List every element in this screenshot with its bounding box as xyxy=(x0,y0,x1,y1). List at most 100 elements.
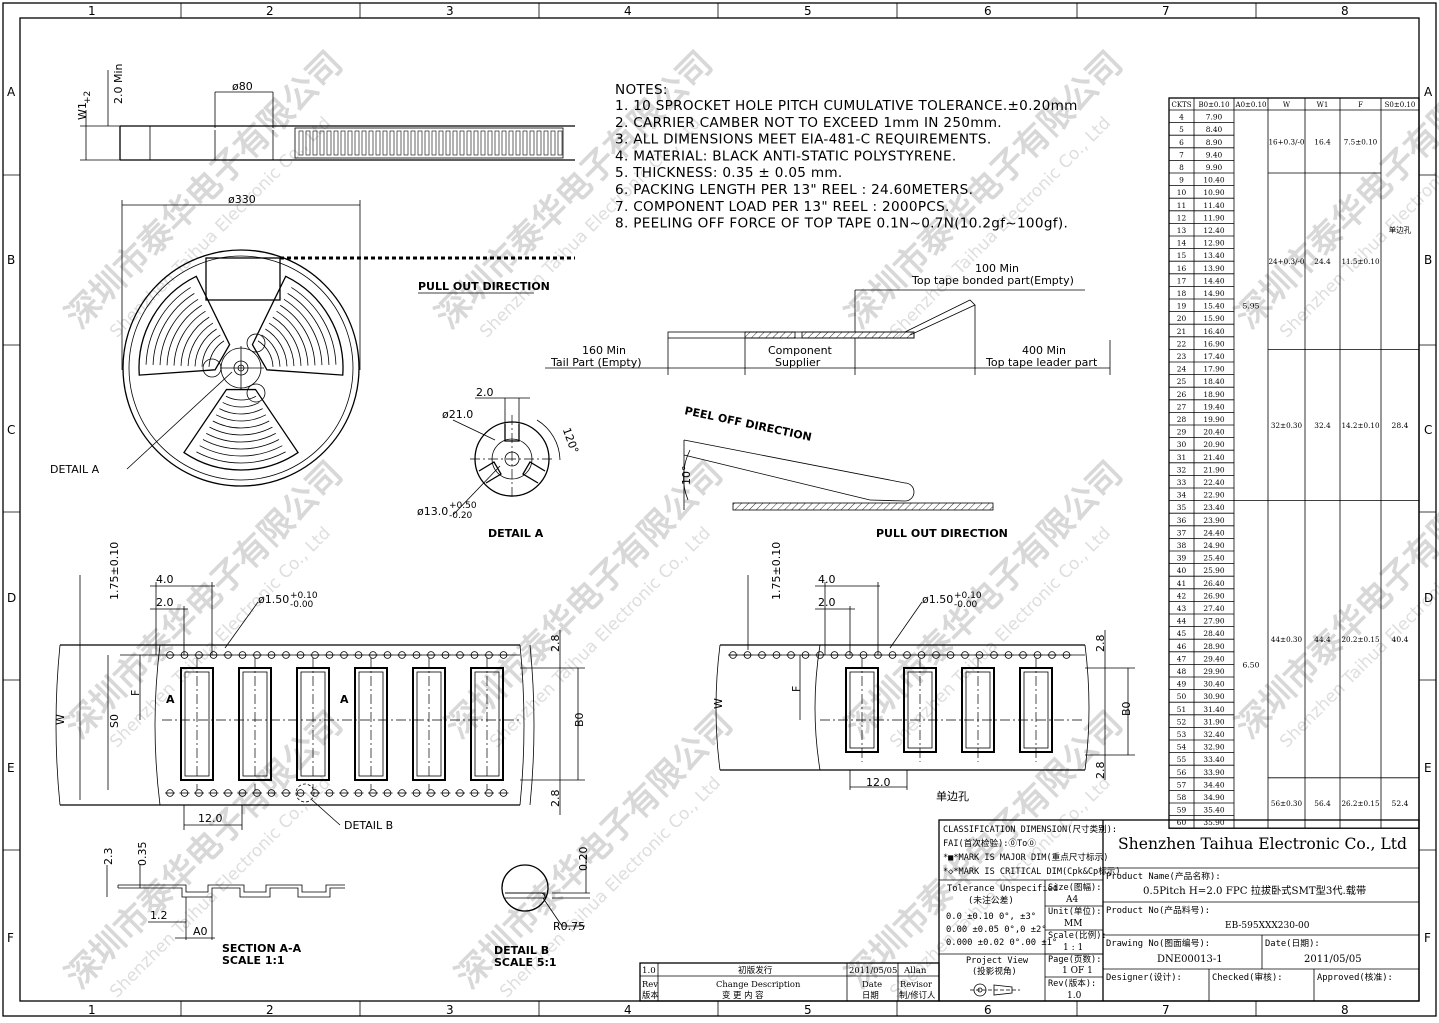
table-cell-b0: 14.40 xyxy=(1203,276,1224,285)
table-cell-f: 7.5±0.10 xyxy=(1344,138,1378,147)
table-cell-w1: 24.4 xyxy=(1314,257,1331,266)
tb-designer: Designer(设计): xyxy=(1106,971,1182,983)
tb-unit-val: MM xyxy=(1064,919,1082,929)
table-cell-b0: 30.90 xyxy=(1203,692,1224,701)
tb-pname-val: 0.5Pitch H=2.0 FPC 拉拔卧式SMT型3代.载带 xyxy=(1143,884,1366,897)
pull-out-label: PULL OUT DIRECTION xyxy=(418,280,550,293)
table-cell-f: 26.2±0.15 xyxy=(1341,799,1379,808)
tb-scale-val: 1 : 1 xyxy=(1063,943,1083,953)
sect-a0: A0 xyxy=(193,925,208,938)
table-header: F xyxy=(1358,101,1363,109)
carrier-tape-left: 1.75±0.10 4.0 2.0 ø1.50 +0.10 -0.00 F W … xyxy=(54,542,586,832)
grid-row-right-A: A xyxy=(1424,85,1433,99)
table-header: W xyxy=(1283,101,1291,109)
rev-hdr-revisor: Revisor xyxy=(900,979,932,989)
table-cell-ckts: 46 xyxy=(1177,642,1187,651)
table-cell-b0: 30.40 xyxy=(1203,680,1224,689)
w1-label: W1 xyxy=(76,102,89,120)
table-cell-b0: 10.90 xyxy=(1203,188,1224,197)
table-cell-ckts: 50 xyxy=(1177,692,1187,701)
tb-unit-label: Unit(单位): xyxy=(1048,905,1101,917)
comp-label: Component xyxy=(768,344,833,357)
table-cell-a0: 5.95 xyxy=(1243,301,1260,310)
table-cell-f: 14.2±0.10 xyxy=(1341,421,1379,430)
notes-block: NOTES: 1. 10 SPROCKET HOLE PITCH CUMULAT… xyxy=(615,82,1077,232)
grid-row-right-C: C xyxy=(1424,423,1432,437)
table-cell-b0: 34.40 xyxy=(1203,780,1224,789)
grid-col-bottom-4: 4 xyxy=(624,1003,632,1017)
table-cell-ckts: 28 xyxy=(1177,415,1187,424)
w1-tol: +2 xyxy=(83,91,93,104)
table-cell-ckts: 38 xyxy=(1177,541,1187,550)
right-pitch: 12.0 xyxy=(866,776,891,789)
table-cell-w: 44±0.30 xyxy=(1271,635,1303,644)
table-cell-ckts: 34 xyxy=(1177,491,1187,500)
tb-page-val: 1 OF 1 xyxy=(1062,966,1093,976)
tb-size-label: Size(图幅): xyxy=(1048,881,1101,893)
table-cell-s0: 单边孔 xyxy=(1389,225,1412,235)
table-cell-b0: 9.90 xyxy=(1206,163,1223,172)
table-cell-b0: 10.40 xyxy=(1203,176,1224,185)
table-cell-ckts: 33 xyxy=(1177,478,1187,487)
top-tape-sub: Top tape bonded part(Empty) xyxy=(911,274,1074,287)
peel-off-view: PEEL OFF DIRECTION 10° PULL OUT DIRECTIO… xyxy=(680,404,1008,540)
left-S0: S0 xyxy=(108,714,121,728)
table-cell-b0: 17.40 xyxy=(1203,352,1224,361)
grid-col-6: 6 xyxy=(984,4,992,18)
right-28a: 2.8 xyxy=(1094,635,1107,653)
right-2: 2.0 xyxy=(818,596,836,609)
table-cell-w: 24+0.3/-0 xyxy=(1268,257,1304,266)
carrier-tape-right: 1.75±0.10 4.0 2.0 ø1.50 +0.10 -0.00 F W … xyxy=(712,542,1135,803)
table-cell-ckts: 30 xyxy=(1177,440,1187,449)
rev-hdr-desc: Change Description xyxy=(716,979,801,989)
table-cell-b0: 12.40 xyxy=(1203,226,1224,235)
table-cell-ckts: 17 xyxy=(1177,276,1187,285)
right-W: W xyxy=(712,698,725,709)
grid-row-A: A xyxy=(7,85,16,99)
right-hole-t1: +0.10 xyxy=(954,591,982,601)
left-hole-t2: -0.00 xyxy=(290,600,314,610)
table-cell-b0: 18.90 xyxy=(1203,390,1224,399)
table-header: S0±0.10 xyxy=(1385,101,1416,109)
table-cell-s0: 52.4 xyxy=(1392,799,1409,808)
rev-desc: 初版发行 xyxy=(738,964,773,976)
tb-rev-label: Rev(版本): xyxy=(1048,977,1096,989)
table-cell-b0: 11.40 xyxy=(1203,201,1224,210)
table-cell-b0: 8.90 xyxy=(1206,138,1223,147)
table-cell-ckts: 55 xyxy=(1177,755,1187,764)
grid-row-right-E: E xyxy=(1424,761,1432,775)
table-cell-b0: 17.90 xyxy=(1203,365,1224,374)
table-cell-b0: 16.90 xyxy=(1203,339,1224,348)
notes-heading: NOTES: xyxy=(615,82,668,98)
table-cell-ckts: 18 xyxy=(1177,289,1187,298)
left-B0: B0 xyxy=(573,712,586,727)
grid-col-bottom-8: 8 xyxy=(1341,1003,1349,1017)
table-cell-b0: 13.40 xyxy=(1203,251,1224,260)
detail-a-title: DETAIL A xyxy=(488,527,544,540)
grid-col-bottom-1: 1 xyxy=(88,1003,96,1017)
table-cell-w1: 32.4 xyxy=(1314,421,1331,430)
table-cell-b0: 25.40 xyxy=(1203,554,1224,563)
comp-sub: Supplier xyxy=(775,356,821,369)
rev-hdr-date: Date xyxy=(862,979,882,989)
table-cell-b0: 31.40 xyxy=(1203,705,1224,714)
table-cell-ckts: 47 xyxy=(1177,654,1187,663)
tb-major: *■*MARK IS MAJOR DIM(重点尺寸标示) xyxy=(943,851,1108,863)
table-cell-b0: 33.40 xyxy=(1203,755,1224,764)
table-cell-ckts: 52 xyxy=(1177,717,1186,726)
sect-scale: SCALE 1:1 xyxy=(222,954,285,967)
table-cell-b0: 27.40 xyxy=(1203,604,1224,613)
tb-proj-sub: (投影视角) xyxy=(972,965,1017,977)
tb-scale-label: Scale(比例): xyxy=(1048,929,1107,941)
table-cell-ckts: 53 xyxy=(1177,730,1187,739)
tb-size-val: A4 xyxy=(1065,895,1078,905)
table-cell-ckts: 32 xyxy=(1177,465,1186,474)
sect-035: 0.35 xyxy=(136,842,149,867)
table-cell-ckts: 7 xyxy=(1179,150,1184,159)
tb-page-label: Page(页数): xyxy=(1048,953,1101,965)
table-cell-b0: 35.40 xyxy=(1203,806,1224,815)
table-cell-ckts: 20 xyxy=(1177,314,1187,323)
